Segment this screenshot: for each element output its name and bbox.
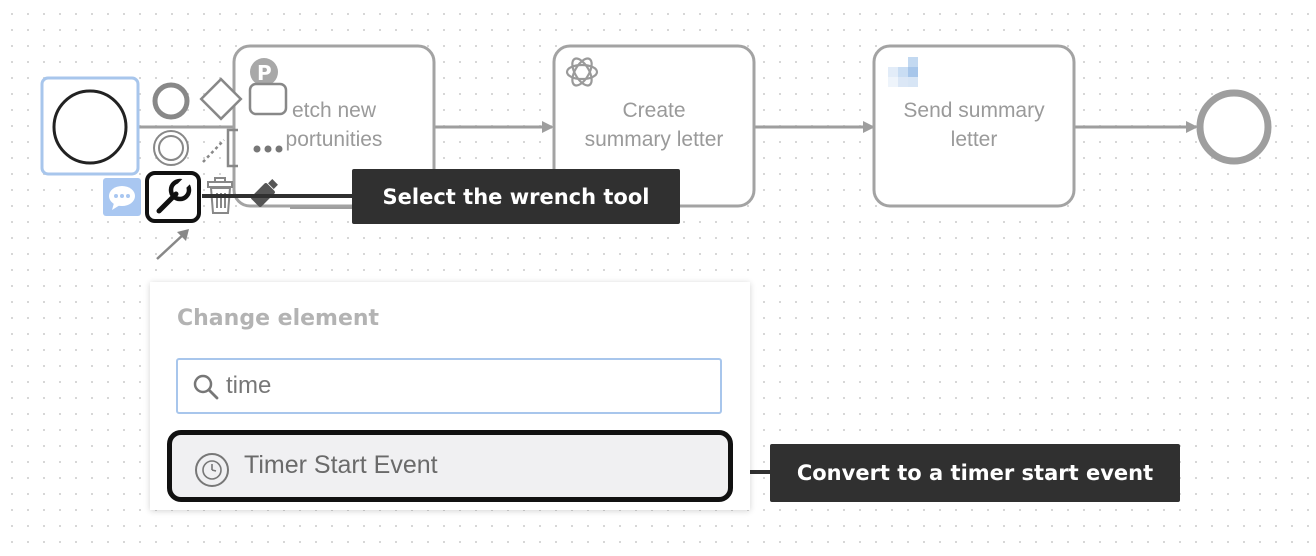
search-icon [193,374,219,400]
task-fetch-label: etch new portunities [234,96,434,154]
change-element-popup: Change element Timer Start Event [150,282,750,510]
wrench-button[interactable] [145,171,201,223]
task-send-label: Send summary letter [874,96,1074,154]
popup-title: Change element [177,306,380,331]
pixel-grid-icon [888,57,918,87]
svg-text:P: P [257,61,272,85]
comment-button[interactable] [103,178,141,216]
callout-wrench: Select the wrench tool [352,169,680,224]
append-intermediate-event-icon[interactable] [153,130,189,166]
task-create-label-line1: Create [622,99,686,122]
search-input[interactable] [226,368,706,404]
wrench-icon [156,177,192,214]
task-create-label: Create summary letter [554,96,754,154]
result-label: Timer Start Event [244,451,438,479]
result-timer-start-event[interactable]: Timer Start Event [167,430,733,502]
append-gateway-icon[interactable] [199,77,243,121]
start-event[interactable] [52,89,128,165]
task-fetch-label-line2: portunities [285,128,383,151]
search-box[interactable] [176,358,722,414]
append-task-icon[interactable] [248,82,288,116]
callout-timer: Convert to a timer start event [770,444,1180,502]
task-send-label-line2: letter [950,128,998,151]
p-badge-icon: P [250,58,278,86]
chat-bubble-icon [109,186,135,210]
openai-icon [565,57,599,87]
text-annotation-icon[interactable] [202,128,238,168]
task-create-label-line2: summary letter [584,128,724,151]
append-end-event-icon[interactable] [152,82,190,120]
end-event[interactable] [1196,89,1272,165]
task-send-label-line1: Send summary [903,99,1045,122]
task-send-summary-letter[interactable] [872,44,1076,208]
connect-arrow-icon[interactable] [156,229,189,260]
task-fetch-label-line1: etch new [291,99,377,122]
timer-icon [195,453,229,487]
more-options-icon[interactable] [253,145,283,153]
